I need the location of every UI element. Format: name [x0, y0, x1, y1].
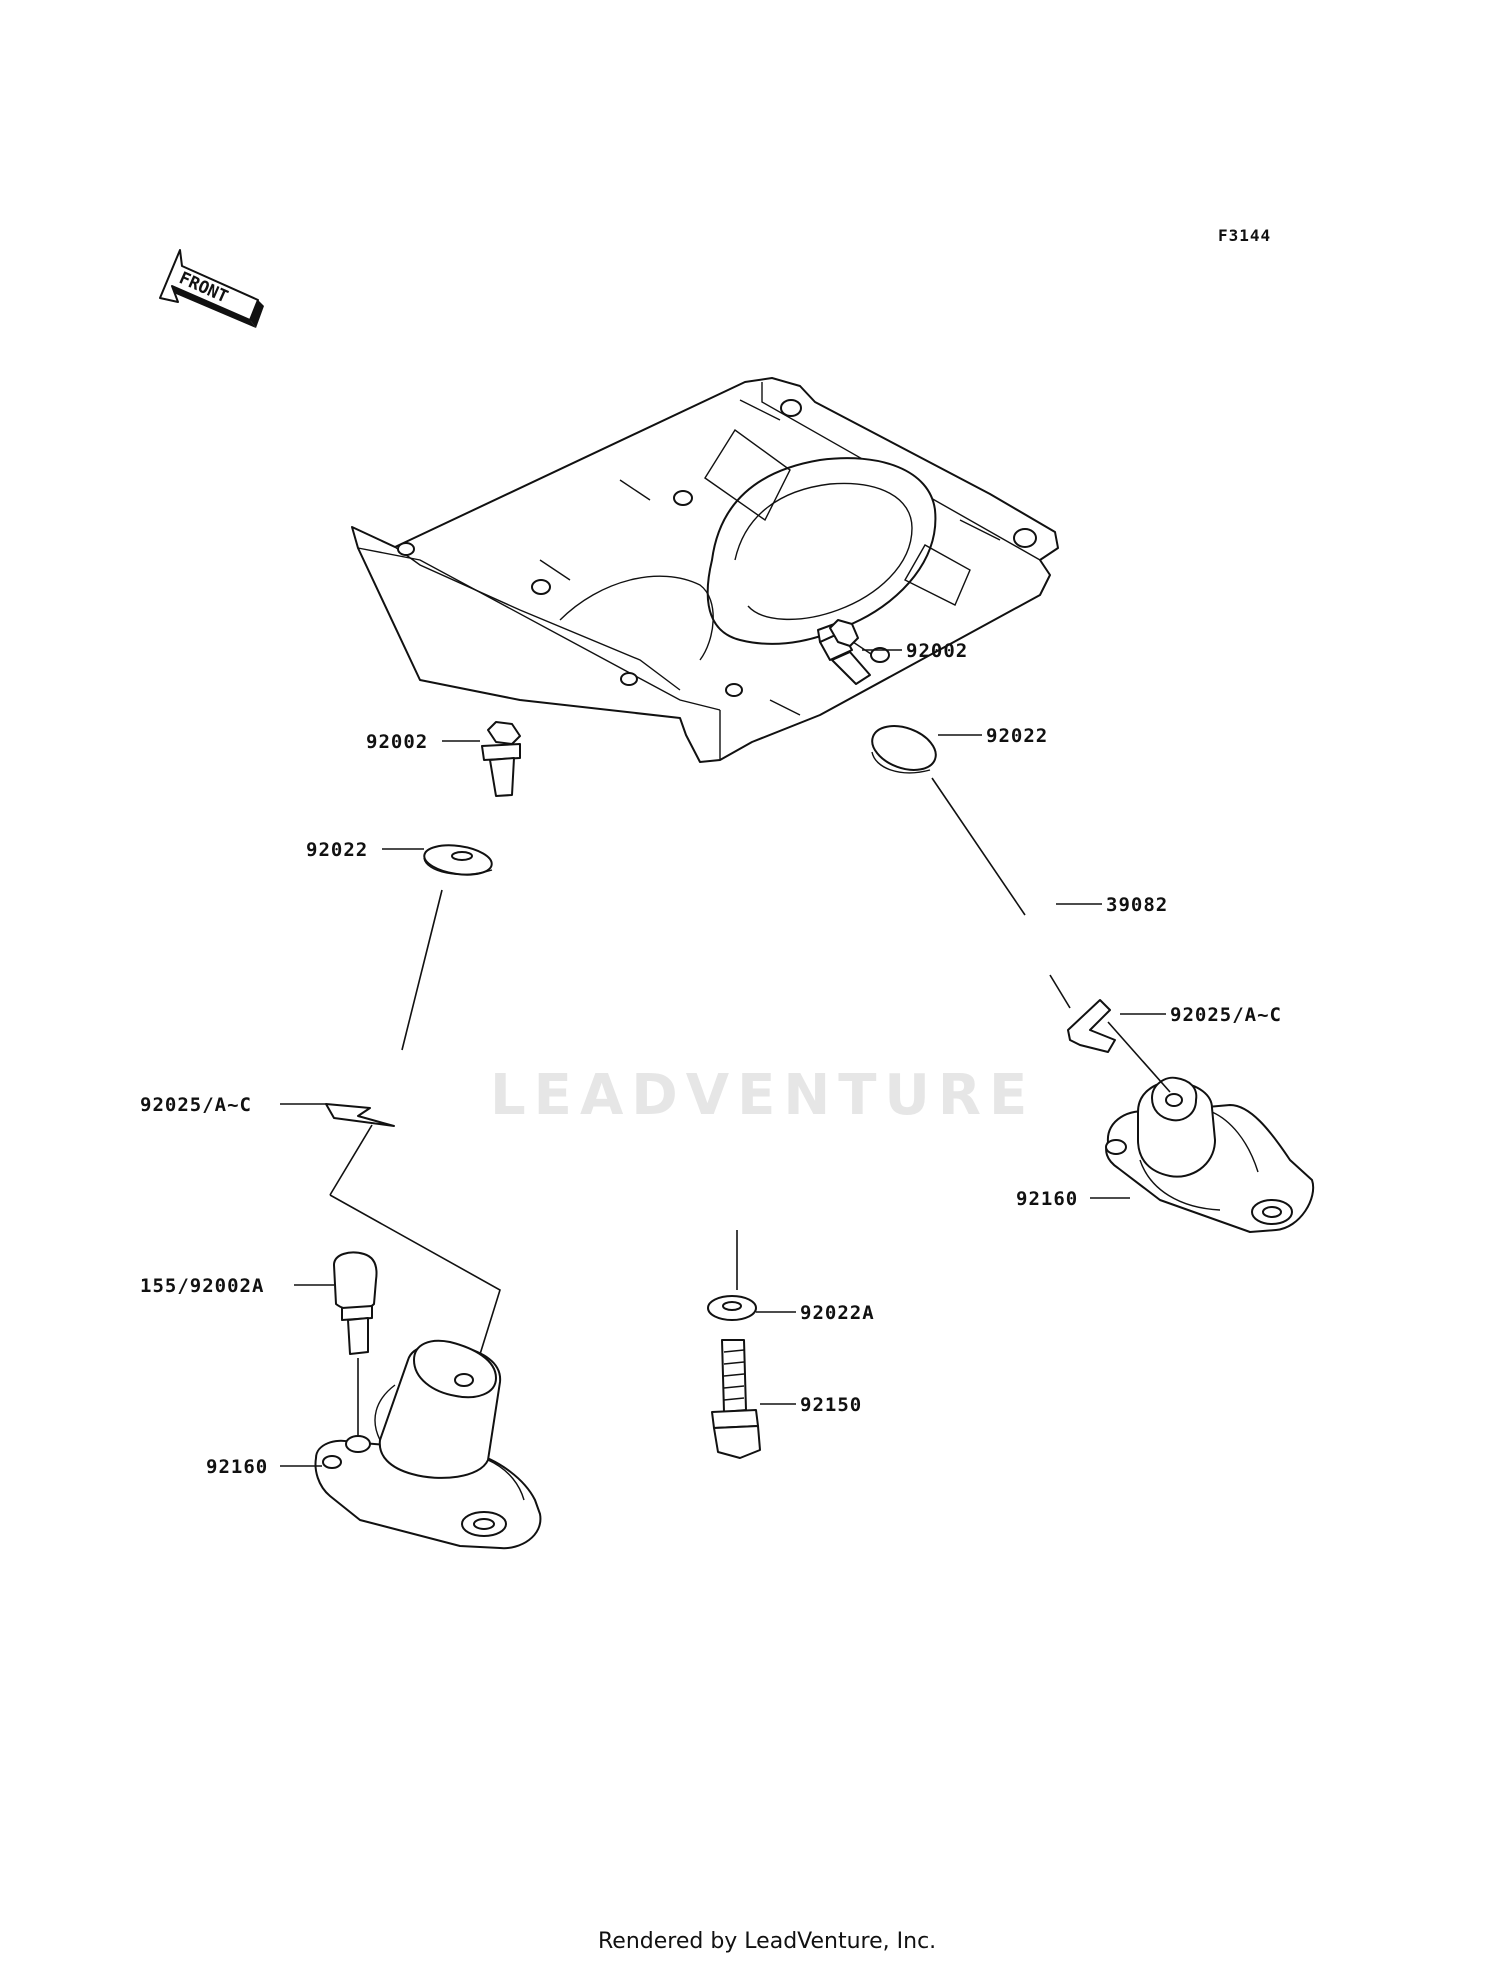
- washer-top-92022: [871, 725, 937, 774]
- clip-right-92025: [1067, 999, 1116, 1053]
- clip-left-92025: [325, 1103, 395, 1127]
- callout-washer-left: 92022: [306, 839, 368, 861]
- washer-bottom-92022A: [707, 1295, 757, 1321]
- callout-mount-right: 92160: [1016, 1188, 1078, 1210]
- callout-bolt-left-low: 155/92002A: [140, 1275, 264, 1297]
- figure-code: F3144: [1218, 226, 1271, 245]
- callout-mount-left: 92160: [206, 1456, 268, 1478]
- callout-clip-left: 92025/A~C: [140, 1094, 252, 1116]
- bolt-top-92002: [817, 619, 871, 685]
- bolt-left-92002: [481, 721, 521, 797]
- callout-clip-right: 92025/A~C: [1170, 1004, 1282, 1026]
- mount-right-92160: [1105, 1076, 1315, 1233]
- footer-credit: Rendered by LeadVenture, Inc.: [598, 1929, 936, 1954]
- plate-39082: [351, 377, 1059, 763]
- front-arrow-icon: FRONT: [159, 249, 264, 328]
- mount-left-92160: [314, 1339, 542, 1550]
- bolt-left-low-92002A: [333, 1251, 378, 1355]
- callout-washer-bottom: 92022A: [800, 1302, 875, 1324]
- callout-bolt-bottom: 92150: [800, 1394, 862, 1416]
- washer-left-92022: [423, 844, 493, 876]
- callout-bolt-top: 92002: [906, 640, 968, 662]
- callout-bolt-left: 92002: [366, 731, 428, 753]
- callout-washer-top: 92022: [986, 725, 1048, 747]
- bolt-bottom-92150: [711, 1339, 761, 1459]
- callout-plate: 39082: [1106, 894, 1168, 916]
- watermark: LEADVENTURE: [490, 1063, 1035, 1128]
